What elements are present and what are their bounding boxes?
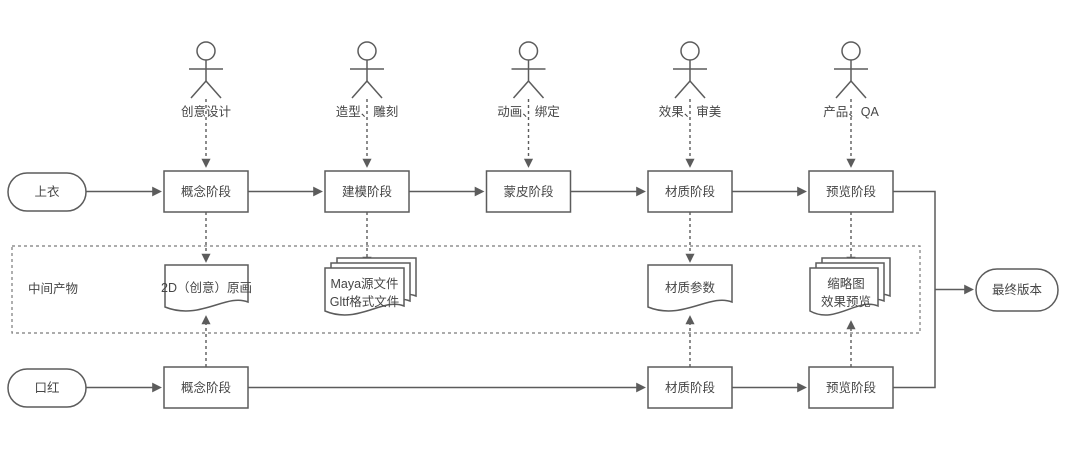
stage-label: 材质阶段: [665, 184, 715, 199]
stage-box-skinning: [485, 170, 572, 213]
stage-box-modeling: [324, 170, 410, 213]
actor-icon: [511, 41, 546, 99]
stage-label: 建模阶段: [342, 184, 392, 199]
stage-label: 概念阶段: [181, 380, 231, 395]
final-node: [975, 268, 1059, 312]
artifact-label-line1: 缩略图: [827, 276, 865, 291]
stage-label: 概念阶段: [181, 184, 231, 199]
artifact-maya-gltf-files: Maya源文件 Gltf格式文件: [324, 257, 417, 316]
document-icon: [809, 267, 879, 316]
actor-icon: [673, 41, 707, 99]
artifact-label-line1: Maya源文件: [330, 276, 398, 291]
artifact-label-line2: 效果预览: [821, 294, 871, 309]
document-icon: [324, 267, 405, 316]
intermediate-container: [11, 245, 921, 334]
actor-label: 造型、雕刻: [336, 104, 399, 119]
artifact-label: 材质参数: [665, 280, 716, 295]
actors-row: 创意设计 造型、雕刻 动画、绑定 效果、审美: [181, 41, 879, 119]
stage-label: 材质阶段: [665, 380, 715, 395]
connector-merge-elbow: [893, 190, 936, 389]
stage-box-concept: [163, 366, 249, 409]
intermediate-container-label: 中间产物: [28, 281, 78, 296]
actor-label: 产品、QA: [823, 105, 879, 119]
artifact-label: 2D（创意）原画: [161, 280, 252, 295]
actor-icon: [834, 41, 868, 99]
artifact-material-params: 材质参数: [647, 264, 733, 312]
stage-box-preview: [808, 366, 894, 409]
lane-source-label: 口红: [34, 380, 59, 395]
stage-box-material: [647, 366, 733, 409]
artifact-2d-concept-art: 2D（创意）原画: [161, 264, 252, 312]
lane-source-label: 上衣: [34, 184, 60, 199]
stage-label: 预览阶段: [826, 184, 876, 199]
final-node-label: 最终版本: [992, 282, 1043, 297]
artifact-connectors: [201, 212, 856, 367]
stage-label: 蒙皮阶段: [503, 184, 553, 199]
document-icon: [164, 264, 249, 312]
actor-icon: [350, 41, 384, 99]
bottom-lane: 口红 概念阶段 材质阶段 预览阶段: [7, 366, 894, 409]
top-lane: 上衣 概念阶段 建模阶段 蒙皮阶段 材质阶段 预览阶段: [7, 170, 894, 213]
stage-box-material: [647, 170, 733, 213]
final-merge: 最终版本: [893, 190, 1059, 389]
stage-box-preview: [808, 170, 894, 213]
stage-label: 预览阶段: [826, 380, 876, 395]
actor-stage-connectors: [201, 99, 856, 168]
artifact-label-line2: Gltf格式文件: [330, 294, 399, 309]
actor-label: 效果、审美: [659, 104, 722, 119]
artifact-thumbnail-preview: 缩略图 效果预览: [809, 257, 891, 316]
actor-label: 创意设计: [181, 104, 231, 119]
document-icon: [647, 264, 733, 312]
actor-icon: [189, 41, 223, 99]
actor-label: 动画、绑定: [497, 104, 560, 119]
